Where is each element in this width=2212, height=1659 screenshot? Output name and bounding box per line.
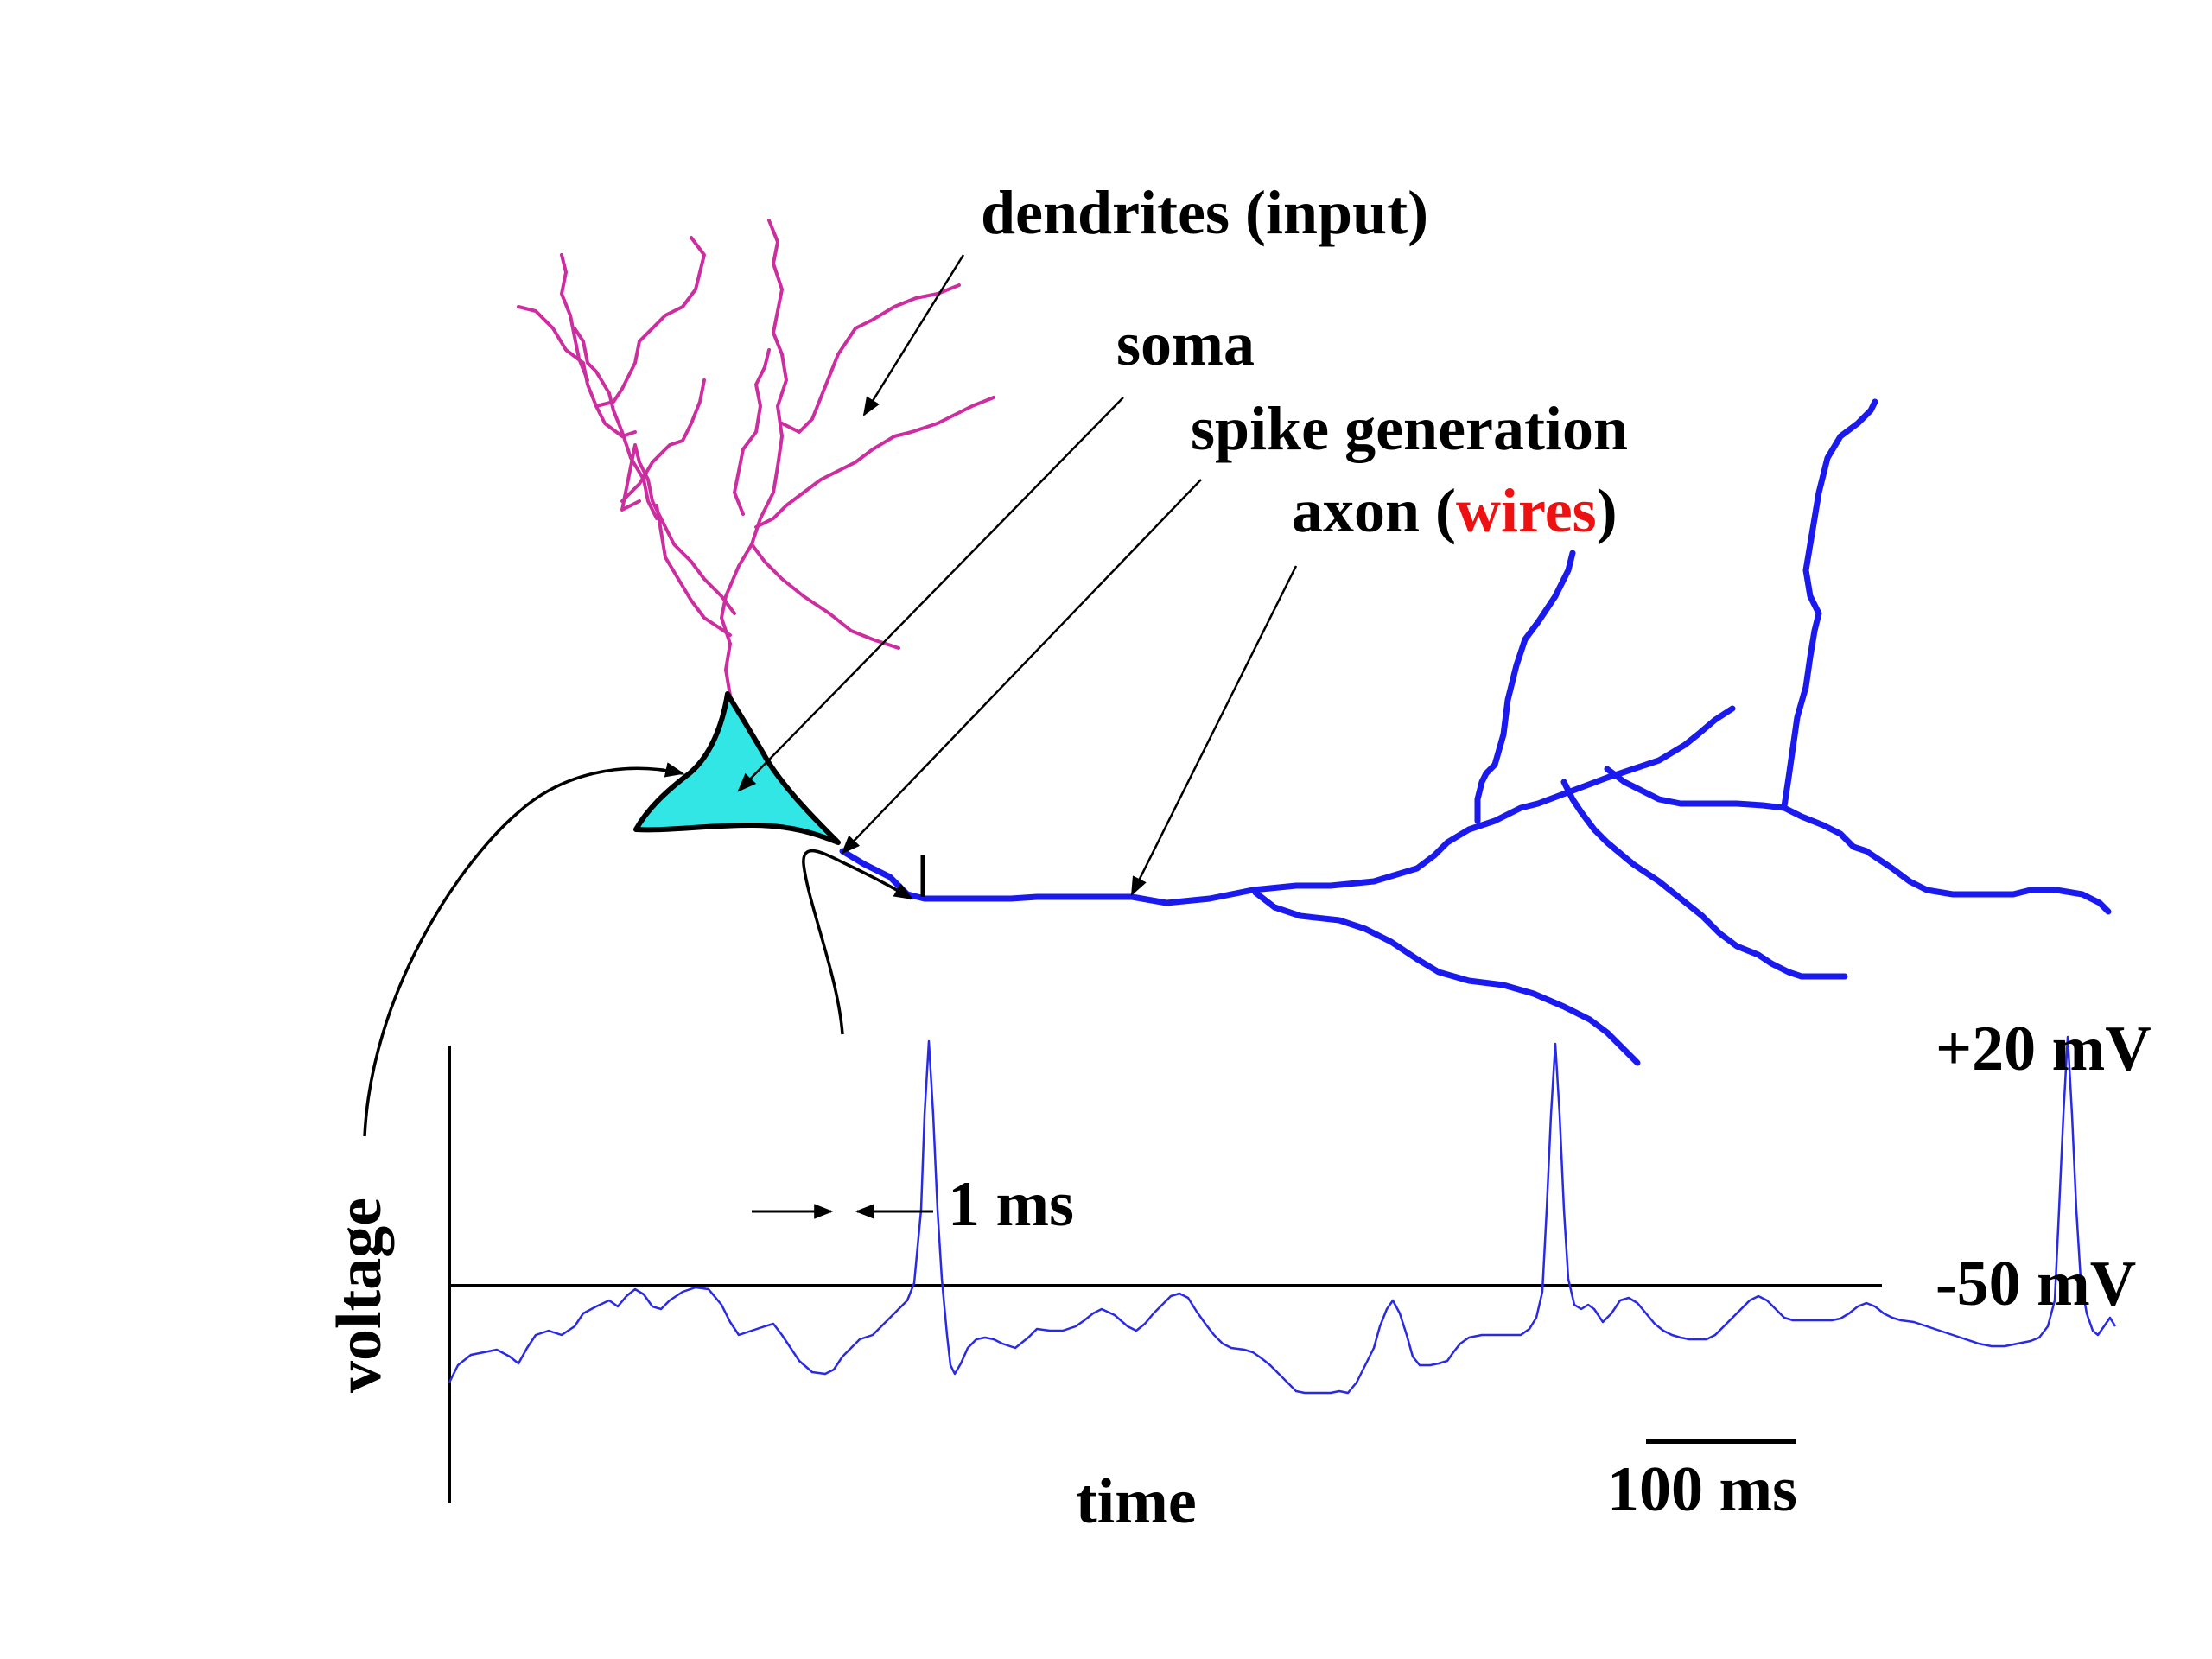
plus20-label: +20 mV <box>1936 1014 2152 1084</box>
axon-label: axon (wires) <box>1292 476 1618 545</box>
time-label: time <box>1076 1466 1197 1537</box>
spike-generation-pointer <box>841 479 1202 855</box>
axon-pointer <box>1130 565 1298 896</box>
voltage-to-soma-connector <box>363 762 685 1137</box>
scale-100ms-label: 100 ms <box>1607 1454 1797 1525</box>
voltage-axis-label: voltage <box>324 1198 395 1393</box>
soma-shape <box>633 691 841 845</box>
dendrites-pointer <box>862 254 965 416</box>
minus50-label: -50 mV <box>1936 1249 2136 1319</box>
one-ms-label: 1 ms <box>948 1169 1074 1240</box>
wires-label: wires <box>1456 476 1597 545</box>
dendrites <box>517 219 995 697</box>
axon <box>839 398 2112 1066</box>
soma-label: soma <box>1116 309 1255 378</box>
spike-to-axon-connector <box>802 849 913 1035</box>
voltage-trace <box>448 1035 2117 1395</box>
spike-generation-label: spike generation <box>1191 394 1628 463</box>
soma-pointer <box>737 397 1124 792</box>
dendrites-label: dendrites (input) <box>981 178 1428 247</box>
